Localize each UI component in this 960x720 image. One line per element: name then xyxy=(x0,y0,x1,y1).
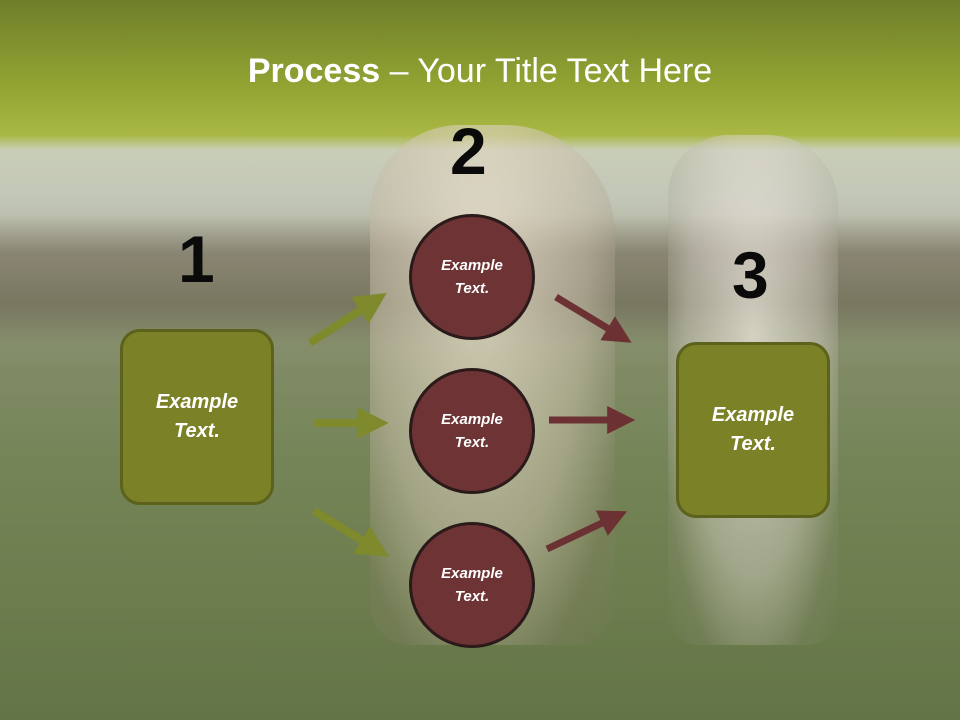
arrow-icon-down-right-green xyxy=(311,507,389,557)
step-1-box: Example Text. xyxy=(120,329,274,505)
title-rest: – Your Title Text Here xyxy=(380,52,713,90)
circle-top-label: Example Text. xyxy=(441,257,503,297)
arrow-icon-down-right-maroon xyxy=(554,294,632,343)
circle-middle-label: Example Text. xyxy=(441,411,503,451)
step-number-2: 2 xyxy=(450,114,487,188)
arrow-icon-up-right-green xyxy=(307,293,387,347)
circle-bottom-label: Example Text. xyxy=(441,565,503,605)
arrow-icon-up-right-maroon xyxy=(545,510,628,553)
slide-title: Process – Your Title Text Here xyxy=(0,52,960,91)
step-2-circle-middle: Example Text. xyxy=(409,368,535,494)
step-3-box: Example Text. xyxy=(676,342,830,518)
step-3-label: Example Text. xyxy=(711,404,795,455)
step-number-3: 3 xyxy=(732,238,769,312)
step-2-circle-top: Example Text. xyxy=(409,214,535,340)
step-1-label: Example Text. xyxy=(155,391,239,442)
step-number-1: 1 xyxy=(178,222,215,296)
step-2-circle-bottom: Example Text. xyxy=(409,522,535,648)
title-bold: Process xyxy=(247,52,381,90)
